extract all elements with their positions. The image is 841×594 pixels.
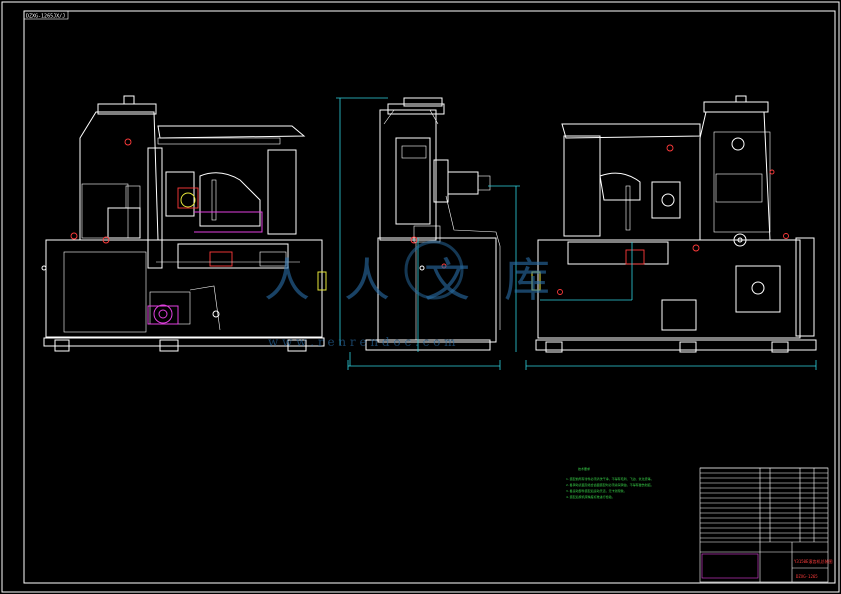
notes-line-4: 4.装配后按机床精度标准进行检验。 [566,494,615,499]
title-block: Y3150E滚齿机总装图 DZXG-1265 [699,467,832,583]
watermark-text: 人人文库 [264,253,584,307]
left-elevation-view [41,95,327,352]
corner-label: DZXG-1265JX/J [26,14,65,20]
technical-notes: 技术要求 1.装配前所有零件必须清洗干净，不得有毛刺、飞边、氧化皮等。 2.各滑… [566,466,654,499]
notes-line-2: 2.各滑动表面及啮合齿面装配时必须涂润滑油，不得有碰伤划痕。 [566,482,654,487]
corner-label-box [23,10,69,20]
inner-border [23,10,836,584]
drawing-name: Y3150E滚齿机总装图 [794,558,832,564]
notes-line-3: 3.各运动部件装配后运动灵活，无卡滞现象。 [566,488,627,493]
watermark: 人人文库 w w w . r e n r e n d o c . c o m [264,240,584,349]
middle-side-view [336,97,520,370]
right-elevation-view [525,95,817,370]
drawing-number: DZXG-1265 [796,574,818,579]
notes-line-1: 1.装配前所有零件必须清洗干净，不得有毛刺、飞边、氧化皮等。 [566,476,654,481]
notes-heading: 技术要求 [578,466,590,471]
watermark-url: w w w . r e n r e n d o c . c o m [268,335,456,349]
